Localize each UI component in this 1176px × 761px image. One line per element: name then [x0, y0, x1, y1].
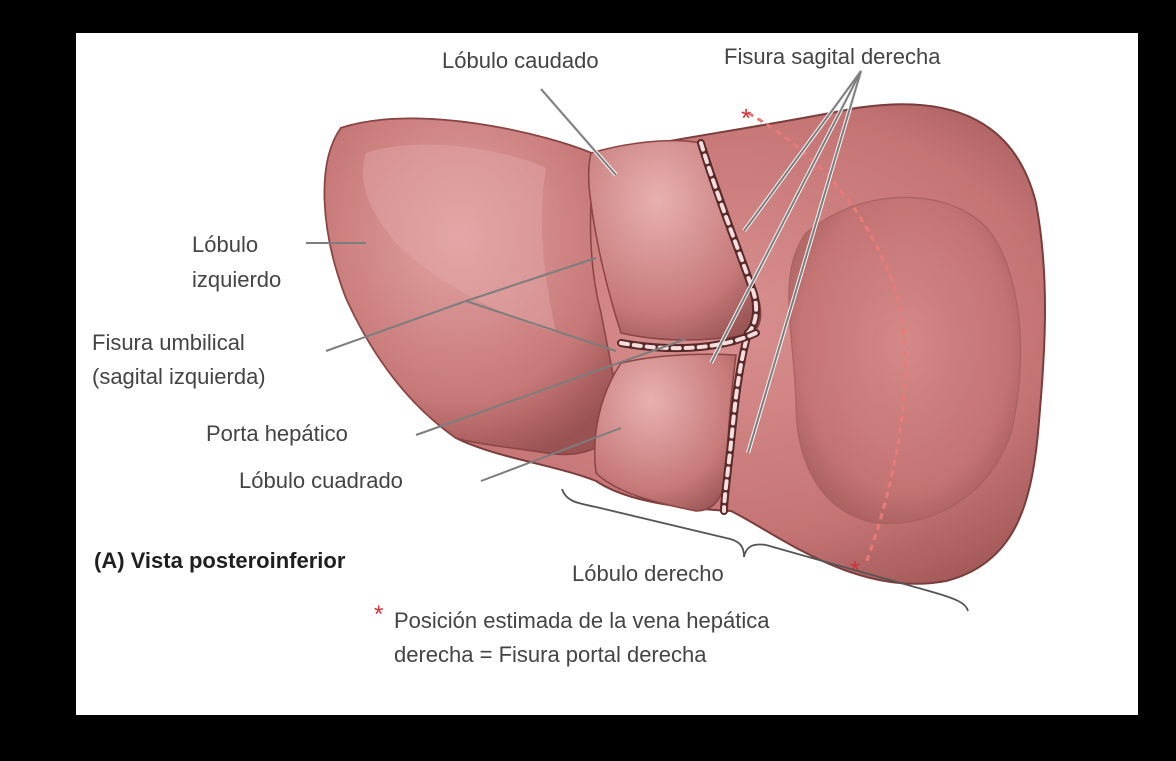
- right-sagittal-fissure-label: Fisura sagital derecha: [724, 43, 940, 70]
- porta-hepatis-label: Porta hepático: [206, 420, 348, 447]
- umbilical-fissure-label-line2: (sagital izquierda): [92, 363, 266, 390]
- quadrate-lobe-shape: [595, 354, 736, 511]
- note-line-2: derecha = Fisura portal derecha: [394, 641, 706, 668]
- note-star-marker: *: [374, 601, 383, 628]
- diagram-panel: * * Lóbulo: [76, 33, 1138, 715]
- left-lobe-label-line1: Lóbulo: [192, 231, 258, 258]
- right-lobe-label: Lóbulo derecho: [572, 560, 724, 587]
- quadrate-lobe-label: Lóbulo cuadrado: [239, 467, 403, 494]
- view-title: (A) Vista posteroinferior: [94, 547, 345, 574]
- right-lobe-inner-contour: [789, 197, 1021, 523]
- umbilical-fissure-label-line1: Fisura umbilical: [92, 329, 245, 356]
- red-star-marker-top: *: [741, 103, 751, 133]
- note-line-1: Posición estimada de la vena hepática: [394, 607, 769, 634]
- caudate-lobe-label: Lóbulo caudado: [442, 47, 599, 74]
- left-lobe-label-line2: izquierdo: [192, 266, 281, 293]
